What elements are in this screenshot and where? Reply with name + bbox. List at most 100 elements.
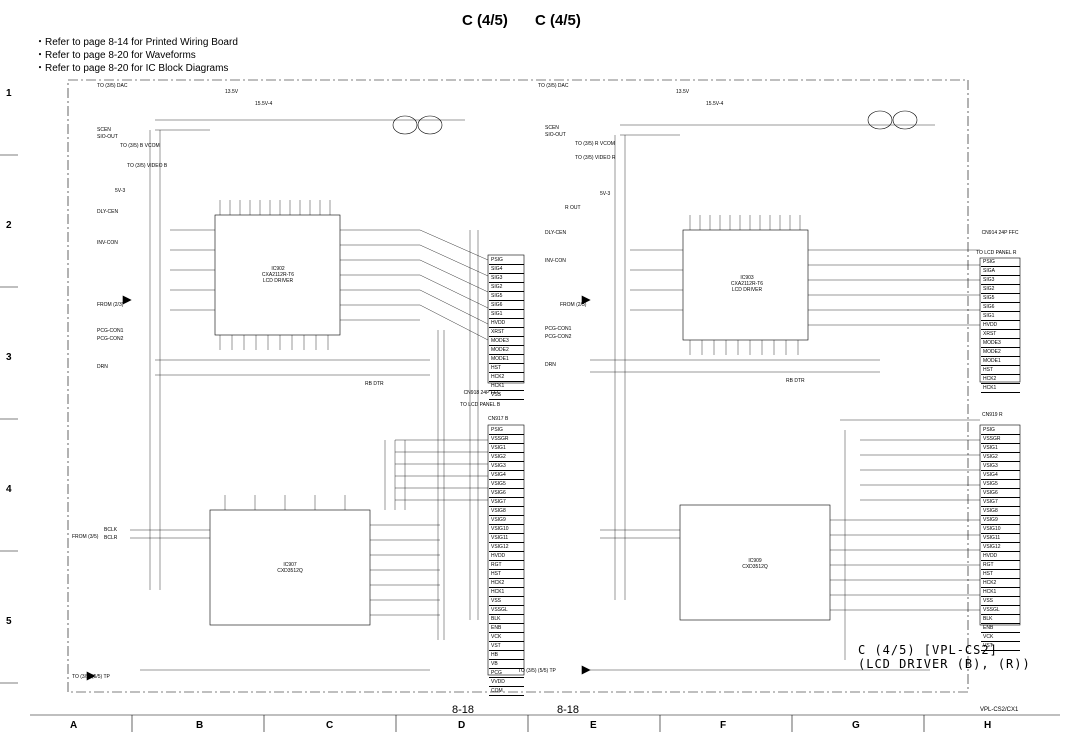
pin: SIG5 xyxy=(489,292,524,301)
label-scen-right: SCEN xyxy=(545,125,559,131)
pin: VSIG1 xyxy=(489,444,524,453)
label-bclr: BCLR xyxy=(104,535,118,541)
pin: MODE2 xyxy=(489,346,524,355)
page-title-right: C (4/5) xyxy=(535,12,581,29)
label-video-b: TO (3/5) VIDEO B xyxy=(127,163,168,169)
cn919-body xyxy=(979,424,1021,626)
pin: VSIG11 xyxy=(981,534,1020,543)
page-number-right: 8-18 xyxy=(557,704,580,716)
pin: VSIG8 xyxy=(981,507,1020,516)
page-number-left: 8-18 xyxy=(452,704,475,716)
label-pcg-con1-right: PCG-CON1 xyxy=(545,326,572,332)
label-scen-left: SCEN xyxy=(97,127,111,133)
pin: PSIG xyxy=(489,426,524,435)
ref-printed-wiring-board: ・Refer to page 8-14 for Printed Wiring B… xyxy=(35,37,238,48)
label-tp-right: TO (3/5) (5/5) TP xyxy=(518,668,556,674)
label-sio-out-right: SIO-OUT xyxy=(545,132,566,138)
pin: BLK xyxy=(981,615,1020,624)
label-rb-dtr-left: RB DTR xyxy=(365,381,384,387)
pin: VSS xyxy=(489,391,524,400)
label-inv-con-right: INV-CON xyxy=(545,258,566,264)
ic909-body xyxy=(679,504,831,621)
label-dac-left: TO (3/5) DAC xyxy=(97,83,128,89)
pin: VVDD xyxy=(489,678,524,687)
page-title-left: C (4/5) xyxy=(462,12,508,29)
col-label: C xyxy=(326,720,334,731)
pin: MODE3 xyxy=(489,337,524,346)
pin: VSS xyxy=(489,597,524,606)
pin: SIG1 xyxy=(981,312,1020,321)
label-inv-con-left: INV-CON xyxy=(97,240,118,246)
pin: VSIG7 xyxy=(981,498,1020,507)
pin: SIG1 xyxy=(489,310,524,319)
label-dac-right: TO (3/5) DAC xyxy=(538,83,569,89)
label-rb-dtr-right: RB DTR xyxy=(786,378,805,384)
coil-right xyxy=(867,110,893,130)
label-vcom-right: TO (3/5) R VCOM xyxy=(575,141,615,147)
row-label: 5 xyxy=(6,616,12,627)
pin: ENB xyxy=(981,624,1020,633)
pin: HCK2 xyxy=(981,579,1020,588)
pin: VSIG1 xyxy=(981,444,1020,453)
pin: SIG2 xyxy=(489,283,524,292)
pin: COM xyxy=(489,687,524,696)
pin: RGT xyxy=(489,561,524,570)
pin: VSIG9 xyxy=(981,516,1020,525)
col-label: F xyxy=(720,720,727,731)
row-label: 1 xyxy=(6,88,12,99)
ic903-body xyxy=(682,229,809,341)
board-frame xyxy=(67,79,969,693)
pin: SIG5 xyxy=(981,294,1020,303)
pin: SIG6 xyxy=(981,303,1020,312)
label-pcg-con2-right: PCG-CON2 xyxy=(545,334,572,340)
row-label: 4 xyxy=(6,484,12,495)
pin: PCG xyxy=(489,669,524,678)
pin: VSIG10 xyxy=(489,525,524,534)
pin: VSIG6 xyxy=(489,489,524,498)
pin: VCK xyxy=(981,633,1020,642)
pin: HST xyxy=(489,570,524,579)
pin: HCK1 xyxy=(981,588,1020,597)
pin: VST xyxy=(489,642,524,651)
label-13v5-right: 13.5V xyxy=(676,89,690,95)
pin: VB xyxy=(489,660,524,669)
col-label: E xyxy=(590,720,597,731)
pin: VSIG7 xyxy=(489,498,524,507)
pin: SIG4 xyxy=(489,265,524,274)
pin: HCK2 xyxy=(489,579,524,588)
pin: XRST xyxy=(489,328,524,337)
pin: PSIG xyxy=(981,258,1020,267)
pin: HVDD xyxy=(489,552,524,561)
label-tp-left: TO (3/5) (5/5) TP xyxy=(72,674,110,680)
row-label: 2 xyxy=(6,220,12,231)
label-15v5-right: 15.5V-4 xyxy=(706,101,724,107)
pin: RGT xyxy=(981,561,1020,570)
pin: SIGA xyxy=(981,267,1020,276)
pin: MODE2 xyxy=(981,348,1020,357)
cn914-note: TO LCD PANEL R xyxy=(976,250,1017,256)
cn918-title: CN918 24P FFC xyxy=(463,390,501,396)
pin: SIG3 xyxy=(981,276,1020,285)
pin: HCK1 xyxy=(489,588,524,597)
cn914-title: CN914 24P FFC xyxy=(981,230,1019,236)
label-from-35-left: FROM (3/5) xyxy=(72,534,99,540)
pin: VSIG11 xyxy=(489,534,524,543)
pin: HST xyxy=(489,364,524,373)
cn919-title: CN919 R xyxy=(982,412,1003,418)
pin: VSSGR xyxy=(489,435,524,444)
pin: VSS xyxy=(981,597,1020,606)
pin: HCK1 xyxy=(981,384,1020,393)
pin: VSIG6 xyxy=(981,489,1020,498)
pin: HVDD xyxy=(489,319,524,328)
label-pcg-con1-left: PCG-CON1 xyxy=(97,328,124,334)
label-drn-right: DRN xyxy=(545,362,556,368)
label-13v5-left: 13.5V xyxy=(225,89,239,95)
pin: VSIG4 xyxy=(489,471,524,480)
pin: PSIG xyxy=(981,426,1020,435)
pin: VSSGR xyxy=(981,435,1020,444)
